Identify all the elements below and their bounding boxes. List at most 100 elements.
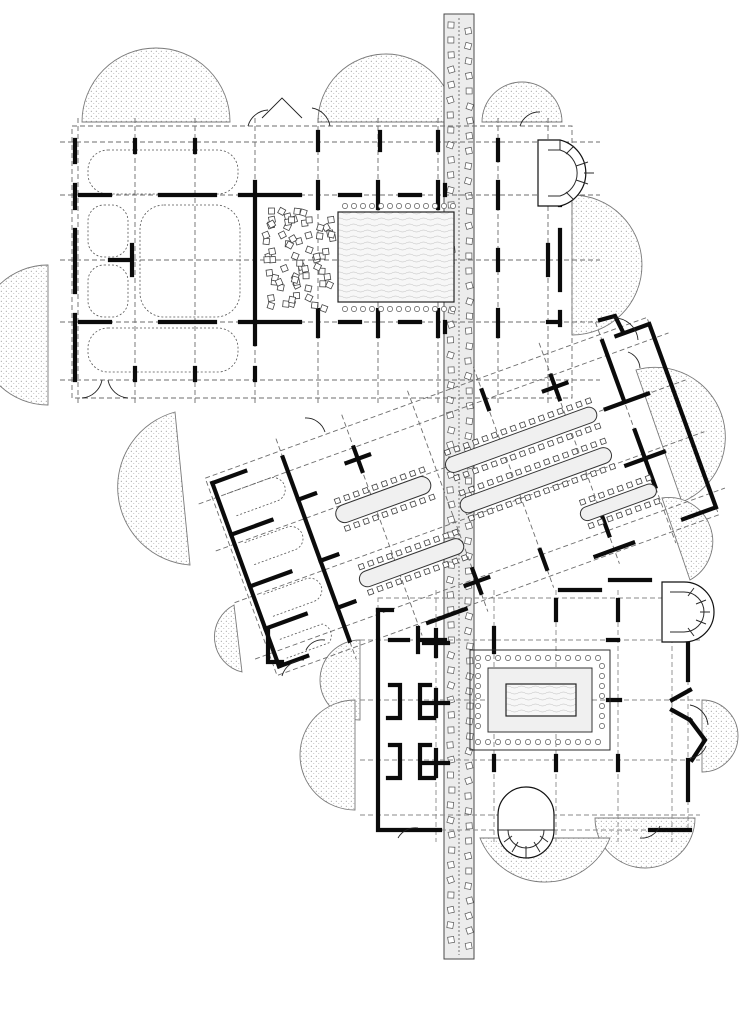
chair	[490, 431, 499, 439]
stool	[446, 816, 455, 825]
chair	[552, 483, 560, 491]
chair	[475, 713, 481, 719]
stool	[464, 597, 472, 605]
chair	[565, 404, 574, 412]
stool	[465, 281, 474, 290]
stool	[465, 267, 473, 275]
chair	[451, 557, 459, 565]
chair	[475, 655, 481, 661]
chair	[352, 490, 360, 498]
stool	[447, 171, 455, 179]
chair	[413, 571, 422, 579]
north-stair	[537, 139, 594, 207]
chair	[315, 232, 324, 240]
chair	[496, 475, 504, 483]
chair	[505, 500, 513, 509]
chair	[423, 538, 431, 547]
chair	[643, 501, 652, 509]
stool	[447, 80, 456, 89]
chair	[414, 306, 420, 312]
chair	[274, 277, 284, 287]
chair	[325, 280, 335, 290]
chair	[565, 655, 571, 661]
chair	[404, 545, 413, 554]
stool	[465, 116, 474, 125]
chair	[546, 439, 555, 448]
chair	[323, 272, 332, 281]
chair	[589, 469, 598, 478]
chair	[556, 407, 564, 415]
chair	[442, 532, 450, 540]
stool	[466, 642, 474, 650]
chair	[405, 203, 411, 209]
north-wing	[60, 97, 600, 405]
stool	[465, 687, 474, 696]
chair	[545, 739, 551, 745]
chair	[608, 463, 617, 471]
stool	[446, 801, 455, 809]
stool	[447, 711, 455, 719]
stool	[465, 761, 474, 770]
chair	[585, 655, 591, 661]
chair	[378, 203, 384, 209]
chair	[304, 245, 314, 255]
central-spine	[443, 13, 475, 960]
chair	[495, 504, 504, 512]
chair	[360, 306, 366, 312]
chair	[277, 206, 287, 216]
chair	[408, 469, 417, 478]
stool	[463, 371, 473, 381]
north-hall-floor	[337, 211, 455, 303]
stool	[446, 381, 455, 390]
chair	[485, 655, 491, 661]
chair	[535, 655, 541, 661]
stool	[464, 911, 473, 920]
chair	[535, 739, 541, 745]
stool	[465, 87, 473, 95]
chair	[371, 514, 380, 522]
stool	[446, 140, 455, 150]
stool	[465, 297, 474, 306]
chair	[452, 473, 461, 482]
chair	[475, 683, 481, 689]
chair	[485, 739, 491, 745]
stool	[464, 776, 473, 786]
chair	[305, 216, 313, 224]
stool	[447, 726, 455, 734]
chair	[351, 203, 357, 209]
chair	[290, 251, 300, 261]
chair	[625, 508, 633, 516]
chair	[525, 655, 531, 661]
stool	[465, 926, 474, 935]
chair	[537, 443, 545, 451]
chair	[514, 497, 523, 505]
chair	[376, 584, 384, 593]
stool	[447, 156, 455, 164]
chair	[593, 422, 602, 431]
stool	[464, 851, 473, 860]
chair	[387, 203, 393, 209]
stool	[446, 591, 455, 599]
chair	[409, 500, 417, 508]
chair	[293, 207, 301, 216]
chair	[542, 486, 551, 495]
chair	[451, 528, 460, 537]
north-west-rooms	[87, 149, 241, 373]
chair	[296, 259, 304, 267]
chair	[418, 497, 427, 505]
chair	[486, 478, 495, 487]
chair	[599, 723, 605, 729]
chair	[290, 275, 300, 284]
chair	[505, 655, 511, 661]
chair	[304, 231, 313, 240]
stool	[464, 537, 472, 545]
chair	[575, 400, 583, 409]
stool	[464, 146, 473, 155]
south-stair	[497, 786, 555, 859]
chair	[486, 507, 494, 515]
chair	[505, 739, 511, 745]
chair	[584, 397, 593, 405]
stool	[446, 681, 456, 690]
stool	[465, 191, 473, 200]
chair	[599, 663, 605, 669]
